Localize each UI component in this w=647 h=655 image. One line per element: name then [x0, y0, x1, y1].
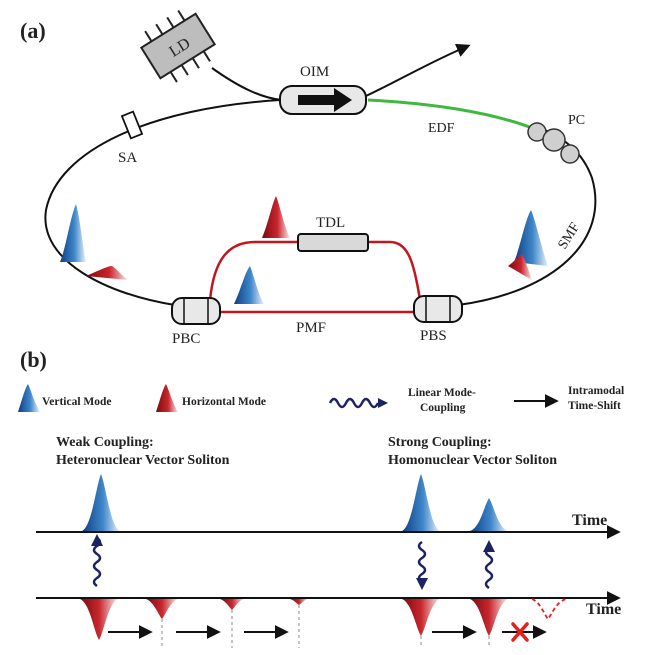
- panel-a-label: (a): [20, 18, 46, 43]
- edf-fiber: [367, 98, 533, 130]
- weak-coupling-title: Weak Coupling:: [56, 435, 154, 450]
- pbs-label: PBS: [420, 328, 447, 344]
- legend-vertical-label: Vertical Mode: [42, 396, 112, 408]
- legend-coupling-icon: [328, 397, 380, 409]
- ring-vertical-pulse-right: [514, 210, 548, 266]
- pc-component: [527, 122, 580, 164]
- output-fiber: [365, 43, 471, 97]
- legend-horizontal-icon: [156, 384, 178, 412]
- legend-horizontal-label: Horizontal Mode: [182, 396, 266, 408]
- pmf-vertical-pulse: [234, 266, 264, 304]
- blocked-pulse-ghost: [531, 598, 567, 621]
- blocked-cross-icon: [511, 622, 529, 642]
- strong-coupling-arrow-up: [483, 540, 495, 590]
- ring-horizontal-pulse-left: [86, 266, 128, 280]
- pc-label: PC: [568, 113, 585, 128]
- ring-vertical-pulse-left: [60, 204, 86, 262]
- weak-coupling-subtitle: Heteronuclear Vector Soliton: [56, 453, 230, 468]
- tdl-arm-right: [368, 240, 422, 301]
- legend-coupling-line1: Linear Mode-: [408, 387, 476, 399]
- time-axis-top-label: Time: [572, 512, 607, 529]
- weak-horizontal-pulse-4: [290, 599, 308, 605]
- ring-horizontal-pulse-right: [508, 254, 532, 280]
- pbc-label: PBC: [172, 331, 200, 347]
- strong-coupling-title: Strong Coupling:: [388, 435, 492, 450]
- legend-vertical-icon: [18, 384, 40, 412]
- strong-horizontal-pulse-1: [402, 599, 440, 636]
- time-axis-bottom-label: Time: [586, 601, 621, 618]
- time-guides: [161, 605, 490, 648]
- oim-component: [279, 85, 367, 115]
- pmf-label: PMF: [296, 320, 326, 336]
- strong-vertical-pulse-2: [470, 498, 508, 531]
- weak-horizontal-pulse-3: [220, 599, 244, 610]
- strong-coupling-subtitle: Homonuclear Vector Soliton: [388, 453, 557, 468]
- laser-diode: LD: [139, 9, 217, 83]
- tdl-horizontal-pulse: [262, 196, 290, 238]
- panel-b-label: (b): [20, 347, 47, 372]
- edf-label: EDF: [428, 121, 455, 136]
- pbc-component: [171, 297, 221, 325]
- oim-arrow-icon: [298, 88, 352, 112]
- oim-label: OIM: [300, 64, 329, 80]
- ring-right-fiber: [457, 129, 597, 306]
- legend-shift-line2: Time-Shift: [568, 400, 621, 412]
- legend-coupling-arrowhead-icon: [378, 398, 388, 408]
- ring-left-fiber: [44, 99, 281, 306]
- legend-coupling-line2: Coupling: [420, 402, 466, 414]
- ld-fiber: [211, 67, 283, 101]
- strong-horizontal-pulse-2: [470, 599, 508, 636]
- weak-horizontal-pulse-2: [146, 599, 178, 619]
- weak-horizontal-pulse-1: [80, 599, 118, 640]
- strong-coupling-arrow-down: [416, 540, 428, 590]
- tdl-component: [297, 233, 369, 252]
- legend-shift-line1: Intramodal: [568, 385, 624, 397]
- weak-coupling-arrow: [91, 534, 103, 588]
- sa-component: [120, 110, 144, 140]
- pbs-component: [413, 295, 463, 323]
- sa-label: SA: [118, 150, 137, 166]
- strong-vertical-pulse-1: [402, 474, 440, 531]
- weak-vertical-pulse: [82, 474, 120, 531]
- tdl-label: TDL: [316, 215, 345, 231]
- tdl-arm-left: [208, 240, 298, 301]
